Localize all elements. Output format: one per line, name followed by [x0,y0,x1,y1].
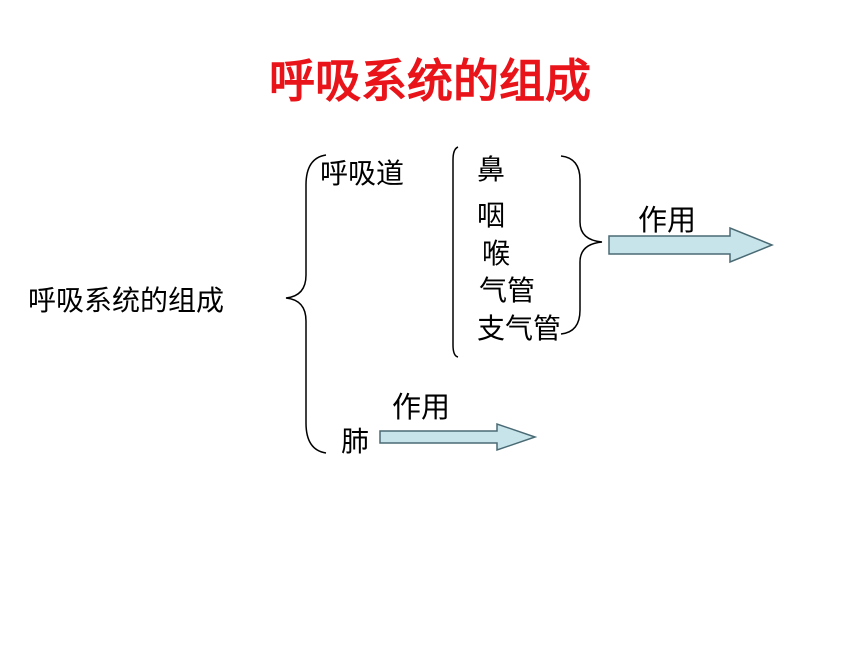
part-bronchi: 支气管 [477,312,562,345]
parts-left-bracket [452,146,459,358]
part-nose: 鼻 [477,153,506,186]
lung-arrow [379,422,538,452]
lung-label: 肺 [341,425,370,458]
lung-arrow-label: 作用 [392,390,451,424]
main-brace [285,154,327,454]
parts-right-brace [560,155,603,335]
part-larynx: 喉 [482,237,511,270]
root-label: 呼吸系统的组成 [28,284,225,317]
part-pharynx: 咽 [477,199,506,232]
page-title: 呼吸系统的组成 [269,54,591,108]
tract-arrow [608,226,774,264]
respiratory-tract-label: 呼吸道 [320,157,405,190]
part-trachea: 气管 [479,274,536,307]
tract-arrow-label: 作用 [638,203,697,237]
